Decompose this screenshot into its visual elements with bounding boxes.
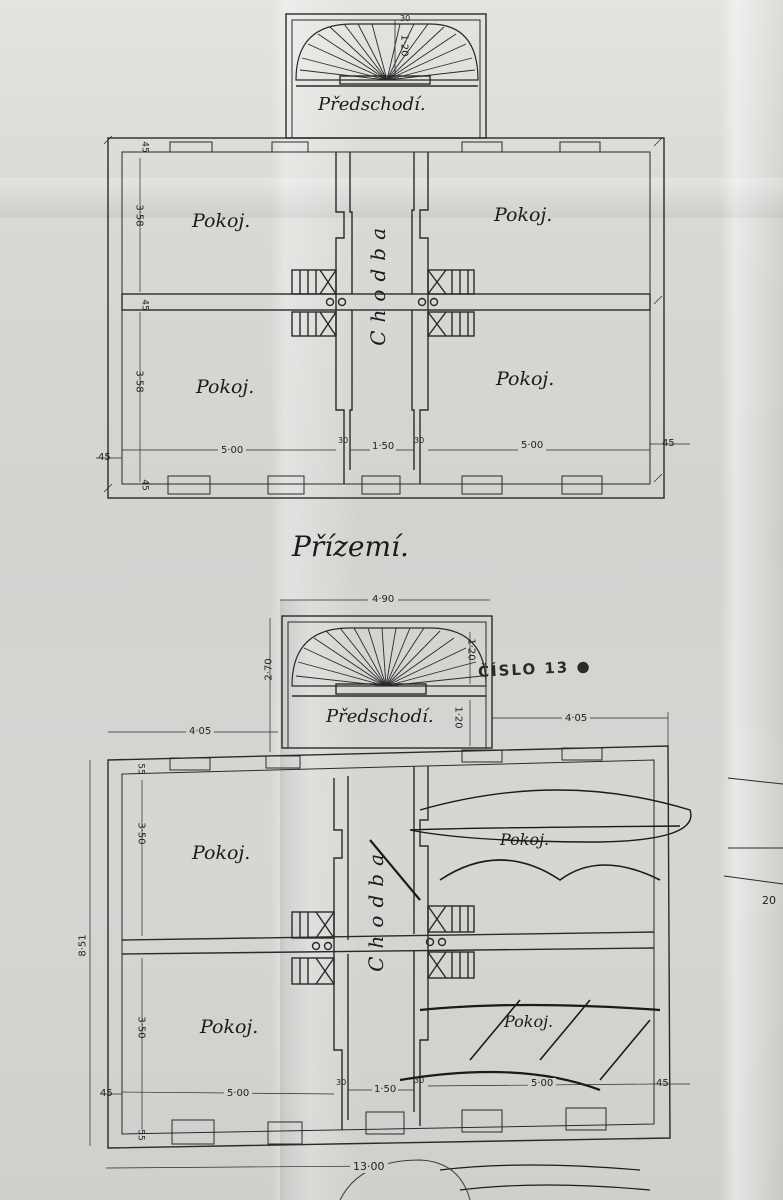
upper-corridor-label: Chodba [366, 220, 390, 346]
upper-room-height-dim-bottom: 3·58 [133, 370, 145, 393]
upper-room-bottom-left: Pokoj. [196, 376, 255, 398]
upper-room-top-left: Pokoj. [192, 210, 251, 232]
upper-left-width-dim: 5·00 [218, 445, 247, 456]
upper-room-bottom-right: Pokoj. [496, 368, 555, 390]
upper-stair-hall-label: Předschodí. [318, 94, 426, 115]
lower-overall-height: 8·51 [77, 934, 89, 957]
upper-stair-dim-small: 30 [400, 14, 411, 23]
lower-left-wing-width: 4·05 [186, 726, 215, 737]
lower-room-bottom-left: Pokoj. [200, 1016, 259, 1038]
signature-scribble [369, 789, 692, 1191]
upper-wall-inner: 45 [139, 299, 150, 311]
lower-room-height-dim-bottom: 3·50 [135, 1016, 147, 1039]
lower-stair-hall [269, 599, 493, 752]
upper-wall-bottom: 45 [139, 479, 150, 491]
upper-right-width-dim: 5·00 [518, 440, 547, 451]
lower-outer-wall-left: 45 [100, 1088, 113, 1099]
upper-room-height-dim-top: 3·58 [133, 204, 145, 227]
lower-stair-hall-label: Předschodí. [326, 706, 434, 727]
upper-wall-top: 45 [139, 141, 150, 153]
lower-corridor-label: Chodba [364, 846, 388, 972]
upper-wall-thin-left: 30 [338, 436, 349, 445]
lower-stair-dim-lower: 1·20 [452, 706, 464, 729]
photo-shadow [280, 600, 310, 1200]
upper-room-top-right: Pokoj. [494, 204, 553, 226]
lower-left-width-dim: 5·00 [224, 1088, 253, 1099]
lower-room-bottom-right: Pokoj. [504, 1012, 554, 1031]
lower-room-top-right: Pokoj. [500, 830, 550, 849]
lower-wall-top: 55 [135, 763, 146, 775]
lower-overall-width-top: 4·90 [368, 594, 399, 605]
lower-overall-length: 13·00 [350, 1160, 388, 1173]
upper-outer-wall-right: 45 [662, 438, 675, 449]
lower-right-wing-width: 4·05 [562, 713, 591, 724]
lower-stair-dim-upper: 1·20 [465, 638, 477, 661]
lower-wall-thin-left: 30 [336, 1078, 347, 1087]
lower-room-height-dim-top: 3·50 [135, 822, 147, 845]
upper-stair-hall [285, 13, 487, 139]
paper-fold [0, 178, 783, 218]
upper-corridor-width-dim: 1·50 [370, 441, 397, 452]
lower-right-width-dim: 5·00 [528, 1078, 557, 1089]
upper-wall-thin-right: 30 [414, 436, 425, 445]
lower-room-top-left: Pokoj. [192, 842, 251, 864]
lower-stair-depth-dim: 2·70 [263, 658, 275, 681]
upper-outer-wall-left: 45 [98, 452, 111, 463]
lower-wall-bottom: 55 [135, 1129, 146, 1141]
upper-main-block [96, 135, 690, 499]
lower-corridor-width-dim: 1·50 [372, 1084, 399, 1095]
margin-note: 20 [762, 894, 776, 907]
upper-stair-dim: 1·20 [398, 34, 410, 57]
lower-main-block [89, 712, 783, 1200]
lower-outer-wall-right: 45 [656, 1078, 669, 1089]
section-title-prizemi: Přízemí. [292, 530, 409, 563]
lower-wall-thin-right: 30 [414, 1076, 425, 1085]
